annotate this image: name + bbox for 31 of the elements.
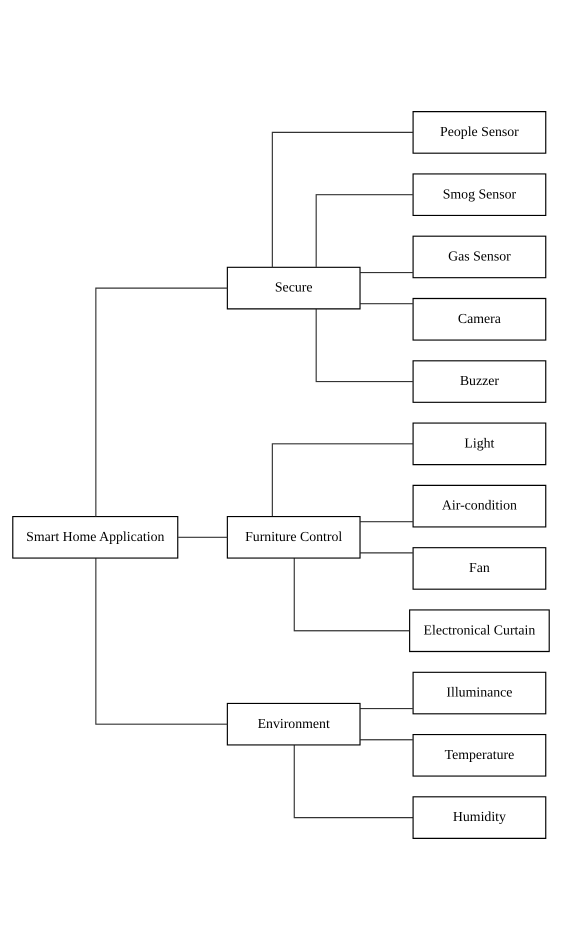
node-box: Environment xyxy=(226,702,361,746)
connector xyxy=(360,521,414,522)
node-box: Gas Sensor xyxy=(412,236,546,278)
connector xyxy=(272,443,413,516)
connector xyxy=(95,558,228,725)
connector xyxy=(316,194,414,267)
connector xyxy=(294,558,410,632)
connector xyxy=(178,536,228,538)
connector xyxy=(360,739,414,740)
node-box: Secure xyxy=(226,266,361,310)
node-box: Camera xyxy=(412,298,546,341)
connector xyxy=(272,132,413,268)
connector xyxy=(360,303,414,304)
node-box: Smart Home Application xyxy=(12,516,178,559)
node-box: Air-condition xyxy=(412,484,546,528)
node-box: Temperature xyxy=(412,734,546,777)
connector xyxy=(360,708,414,710)
connector xyxy=(95,288,228,516)
node-box: Light xyxy=(412,422,546,466)
connector xyxy=(360,552,414,554)
node-box: People Sensor xyxy=(412,111,546,154)
node-box: Illuminance xyxy=(412,672,546,714)
node-box: Fan xyxy=(412,547,546,590)
node-box: Electronical Curtain xyxy=(409,609,550,652)
node-box: Furniture Control xyxy=(226,516,361,559)
connector xyxy=(294,745,413,818)
node-box: Smog Sensor xyxy=(412,173,546,216)
connector xyxy=(316,309,414,382)
connector xyxy=(360,272,414,274)
node-box: Buzzer xyxy=(412,360,546,403)
node-box: Humidity xyxy=(412,796,546,839)
